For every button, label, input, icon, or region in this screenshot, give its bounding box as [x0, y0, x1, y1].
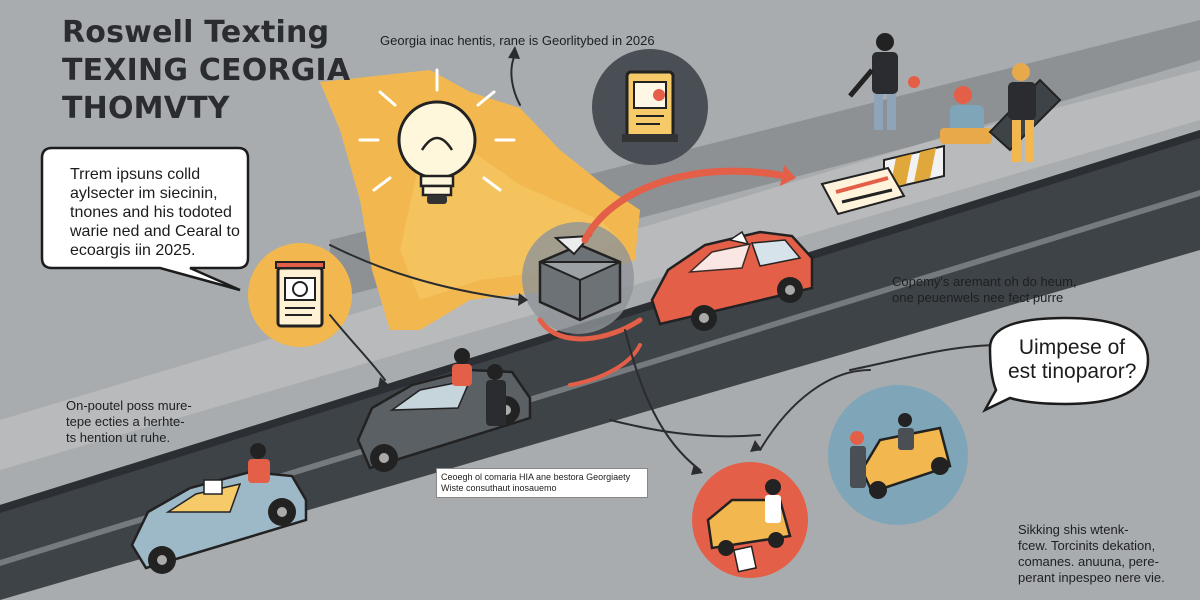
document-stand-icon [248, 243, 352, 347]
bottom-right-caption: Sikking shis wtenk- fcew. Torcinits deka… [1018, 522, 1165, 586]
title-line-2: TEXING CEORGIA [62, 53, 351, 88]
left-bubble-line: ecoargis iin 2025. [70, 242, 196, 259]
red-curved-arrow-mid [537, 317, 643, 342]
delivery-van-icon [692, 462, 808, 578]
title-line-3: THOMVTY [62, 91, 230, 126]
dark-car [356, 348, 532, 472]
flow-arrows [329, 54, 1001, 471]
left-bubble-line: Trrem ipsuns colld [70, 166, 201, 183]
top-caption: Georgia inac hentis, rane is Georlitybed… [380, 33, 655, 48]
worker-person [848, 33, 920, 130]
left-speech-bubble [40, 146, 250, 292]
lightbulb-icon [358, 68, 516, 204]
blue-car [130, 443, 308, 574]
question-line: Uimpese of [1018, 336, 1126, 359]
standing-person [1008, 63, 1036, 162]
right-caption: Copemy's aremant oh do heum, one peuenwe… [892, 274, 1077, 306]
question-line: est tinoparor? [1008, 360, 1137, 383]
package-icon [522, 222, 634, 334]
bottom-right-caption-line: comanes. anuuna, pere- [1018, 554, 1159, 569]
arrow-heads [378, 46, 762, 475]
bottom-right-caption-line: fcew. Torcinits dekation, [1018, 538, 1156, 553]
certificate-icon [592, 49, 708, 165]
note-line: Ceoegh ol comaria HIA ane bestora Georgi… [441, 472, 631, 482]
bottom-right-caption-line: Sikking shis wtenk- [1018, 522, 1129, 537]
left-bubble-line: aylsecter im siecinin, [70, 185, 218, 202]
title-line-1: Roswell Texting [62, 15, 330, 50]
red-arrow-head-top [780, 165, 796, 186]
page-title: Roswell Texting TEXING CEORGIA THOMVTY [62, 14, 350, 128]
red-curved-arrow-top [581, 167, 784, 244]
red-car [650, 230, 814, 331]
forklift-workers-icon [828, 385, 968, 525]
left-bubble-text: Trrem ipsuns colld aylsecter im siecinin… [70, 165, 240, 260]
left-caption-line: tepe ecties a herhte- [66, 414, 185, 429]
question-bubble-text: Uimpese of est tinoparor? [1008, 336, 1136, 384]
question-speech-bubble [982, 316, 1150, 413]
toolbox [820, 166, 906, 216]
left-bubble-line: warie ned and Cearal to [70, 223, 240, 240]
note-box: Ceoegh ol comaria HIA ane bestora Georgi… [436, 468, 648, 498]
right-caption-line: Copemy's aremant oh do heum, [892, 274, 1077, 289]
red-curved-arrow-bottom [568, 343, 642, 387]
note-line: Wiste consuthaut inosauemo [441, 483, 557, 493]
left-caption-line: ts hention ut ruhe. [66, 430, 171, 445]
left-caption: On-poutel poss mure- tepe ecties a herht… [66, 398, 192, 446]
left-caption-line: On-poutel poss mure- [66, 398, 192, 413]
right-caption-line: one peuenwels nee fect purre [892, 290, 1064, 305]
hazard-sign [883, 144, 945, 192]
main-road [0, 130, 1200, 600]
bottom-right-caption-line: perant inpespeo nere vie. [1018, 570, 1165, 585]
left-bubble-line: tnones and his todoted [70, 204, 232, 221]
